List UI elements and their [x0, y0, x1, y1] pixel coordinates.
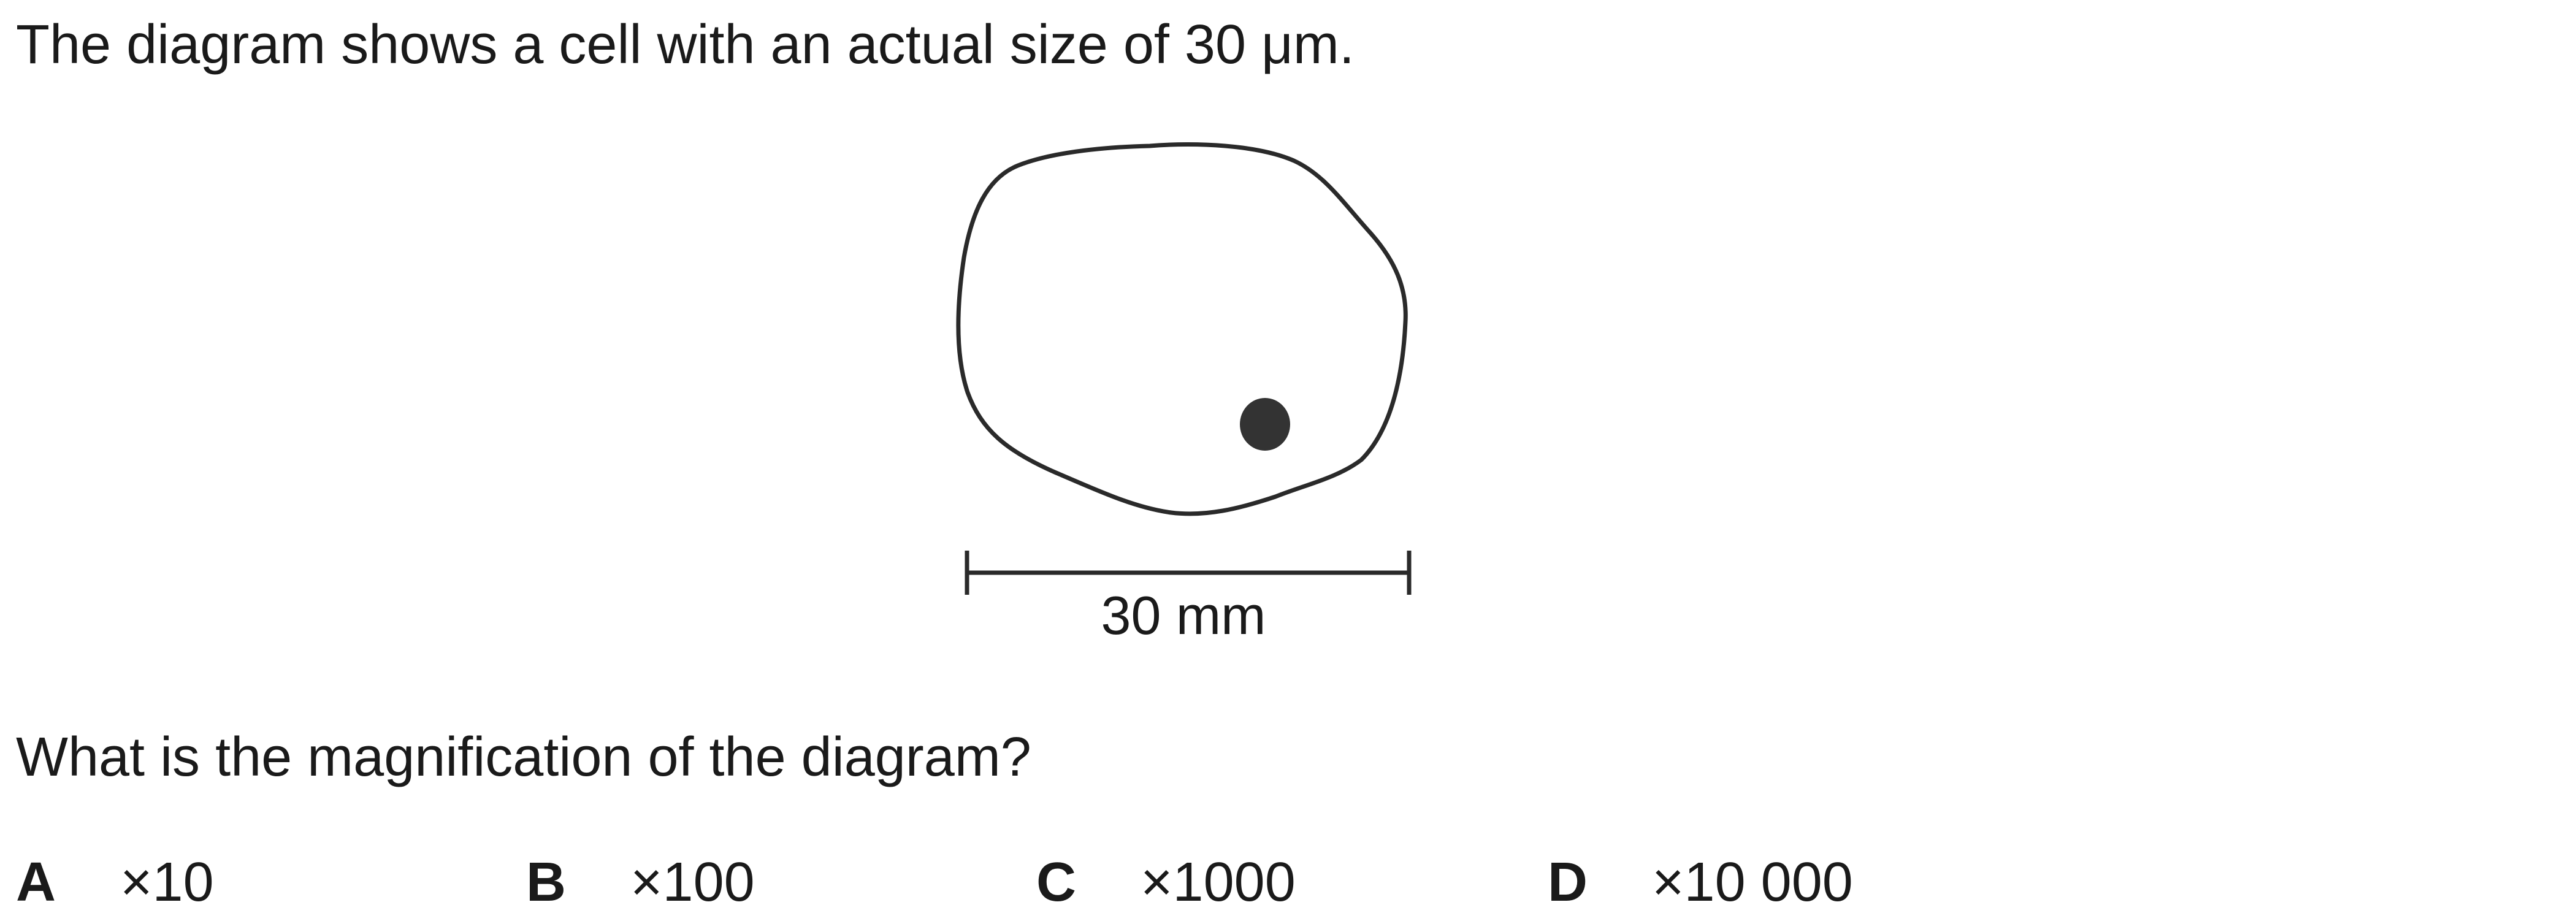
option-a[interactable]: A ×10 [16, 852, 214, 913]
nucleus [1240, 398, 1290, 451]
option-value: ×1000 [1141, 852, 1296, 913]
scale-bar-label: 30 mm [1101, 585, 1266, 646]
question-text: What is the magnification of the diagram… [16, 727, 1031, 788]
option-b[interactable]: B ×100 [526, 852, 755, 913]
cell-outline [956, 142, 1408, 516]
intro-text: The diagram shows a cell with an actual … [16, 14, 1355, 75]
scale-bar [965, 551, 1412, 595]
option-d[interactable]: D ×10 000 [1548, 852, 1853, 913]
option-c[interactable]: C ×1000 [1036, 852, 1296, 913]
option-letter: B [526, 852, 566, 913]
option-letter: C [1036, 852, 1076, 913]
option-letter: D [1548, 852, 1588, 913]
option-value: ×10 000 [1652, 852, 1853, 913]
option-value: ×100 [630, 852, 755, 913]
option-value: ×10 [120, 852, 214, 913]
option-letter: A [16, 852, 56, 913]
